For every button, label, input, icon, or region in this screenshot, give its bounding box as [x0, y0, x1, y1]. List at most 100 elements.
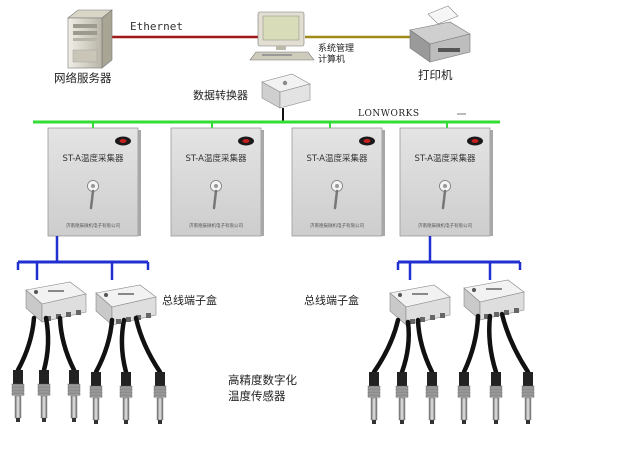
sensor-tip: [94, 420, 98, 424]
sensor-thread: [11, 389, 25, 393]
terminal-box-1: [25, 281, 87, 323]
collector-3: [291, 127, 385, 237]
printer-label: 打印机: [418, 68, 453, 82]
collector-logo-dot: [242, 139, 250, 143]
sensor-thread: [457, 394, 471, 398]
sensor-probe: [492, 397, 500, 421]
terminal-port: [410, 319, 415, 324]
temperature-sensor-12: [499, 311, 535, 424]
sensor-probe: [92, 397, 100, 421]
sensor-thread: [89, 394, 103, 398]
sensor-cable: [133, 315, 163, 375]
sensor-cable: [15, 315, 37, 373]
knob-handle: [212, 189, 218, 210]
sensor-probe: [122, 397, 130, 421]
sensor-label-line2: 温度传感器: [228, 389, 286, 403]
sensor-thread: [89, 391, 103, 395]
knob-center: [335, 184, 339, 188]
server-label: 网络服务器: [54, 71, 112, 85]
field-bus-right: [396, 236, 522, 280]
terminal-box-label-right: 总线端子盒: [304, 294, 359, 307]
sensor-thread: [119, 388, 133, 392]
knob-center: [91, 184, 95, 188]
sensor-thread: [89, 388, 103, 392]
sensor-thread: [395, 391, 409, 395]
terminal-port: [126, 317, 131, 322]
terminal-port: [430, 315, 435, 320]
sensor-cable: [415, 317, 435, 375]
sensor-thread: [11, 392, 25, 396]
collector-title-2: ST-A温度采集器: [185, 154, 247, 164]
terminal-port: [504, 310, 509, 315]
sensor-cable: [499, 311, 531, 375]
sensor-thread: [119, 394, 133, 398]
terminal-box-front: [41, 293, 87, 323]
sensor-tip: [372, 420, 376, 424]
sensor-thread: [425, 388, 439, 392]
temperature-sensor-9: [415, 317, 439, 424]
temperature-sensor-4: [89, 317, 115, 424]
collector-title-3: ST-A温度采集器: [306, 154, 368, 164]
sensor-thread: [67, 389, 81, 393]
temperature-sensor-6: [133, 315, 167, 424]
collector-4: [399, 127, 493, 237]
sensor-thread: [521, 394, 535, 398]
sensor-tip: [16, 418, 20, 422]
sensor-probe: [40, 395, 48, 419]
lonworks-bus: [33, 113, 500, 128]
network-server-icon: [67, 9, 113, 69]
sensor-tip: [158, 420, 162, 424]
terminal-port: [46, 316, 51, 321]
collector-cabinet-side: [261, 130, 264, 236]
collector-1: [47, 127, 141, 237]
collector-logo-dot: [363, 139, 371, 143]
data-converter-icon: [261, 73, 311, 109]
sensor-thread: [521, 388, 535, 392]
knob-handle: [333, 189, 339, 210]
collector-maker-4: 济南德辰微机电子有限公司: [418, 224, 472, 229]
sensor-thread: [367, 394, 381, 398]
sensor-thread: [489, 394, 503, 398]
sensor-tip: [526, 420, 530, 424]
sensor-probe: [70, 395, 78, 419]
sensor-tip: [494, 420, 498, 424]
field-buses: [16, 236, 522, 280]
sensor-cable: [461, 313, 481, 375]
management-computer-icon: [249, 11, 315, 61]
terminal-port: [66, 312, 71, 317]
terminal-box-3: [389, 284, 451, 326]
temperature-sensor-1: [11, 315, 37, 422]
terminal-port: [116, 319, 121, 324]
knob-handle: [89, 189, 95, 210]
terminal-box-nameplate: [486, 288, 502, 290]
temperature-sensor-10: [457, 313, 481, 424]
converter-label: 数据转换器: [193, 89, 248, 102]
terminal-box-logo-icon: [104, 293, 108, 297]
sensor-thread: [153, 388, 167, 392]
knob-center: [214, 184, 218, 188]
sensor-thread: [37, 386, 51, 390]
sensor-thread: [89, 385, 103, 389]
sensor-connector: [397, 372, 407, 386]
terminal-box-logo-icon: [34, 290, 38, 294]
collector-cabinet-side: [490, 130, 493, 236]
sensor-thread: [457, 388, 471, 392]
sensor-connector: [427, 372, 437, 386]
sensor-thread: [153, 391, 167, 395]
sensor-thread: [521, 391, 535, 395]
terminal-box-logo-icon: [472, 288, 476, 292]
knob-center: [443, 184, 447, 188]
ethernet-label: Ethernet: [130, 20, 183, 33]
terminal-box-nameplate: [118, 293, 134, 295]
sensor-thread: [489, 388, 503, 392]
sensor-connector: [491, 372, 501, 386]
terminal-box-logo-icon: [398, 293, 402, 297]
sensor-probe: [156, 397, 164, 421]
sensor-thread: [395, 388, 409, 392]
sensor-cable: [399, 319, 411, 375]
terminal-boxes: [25, 279, 525, 326]
terminal-box-4: [463, 279, 525, 321]
sensor-thread: [37, 389, 51, 393]
sensor-thread: [67, 392, 81, 396]
